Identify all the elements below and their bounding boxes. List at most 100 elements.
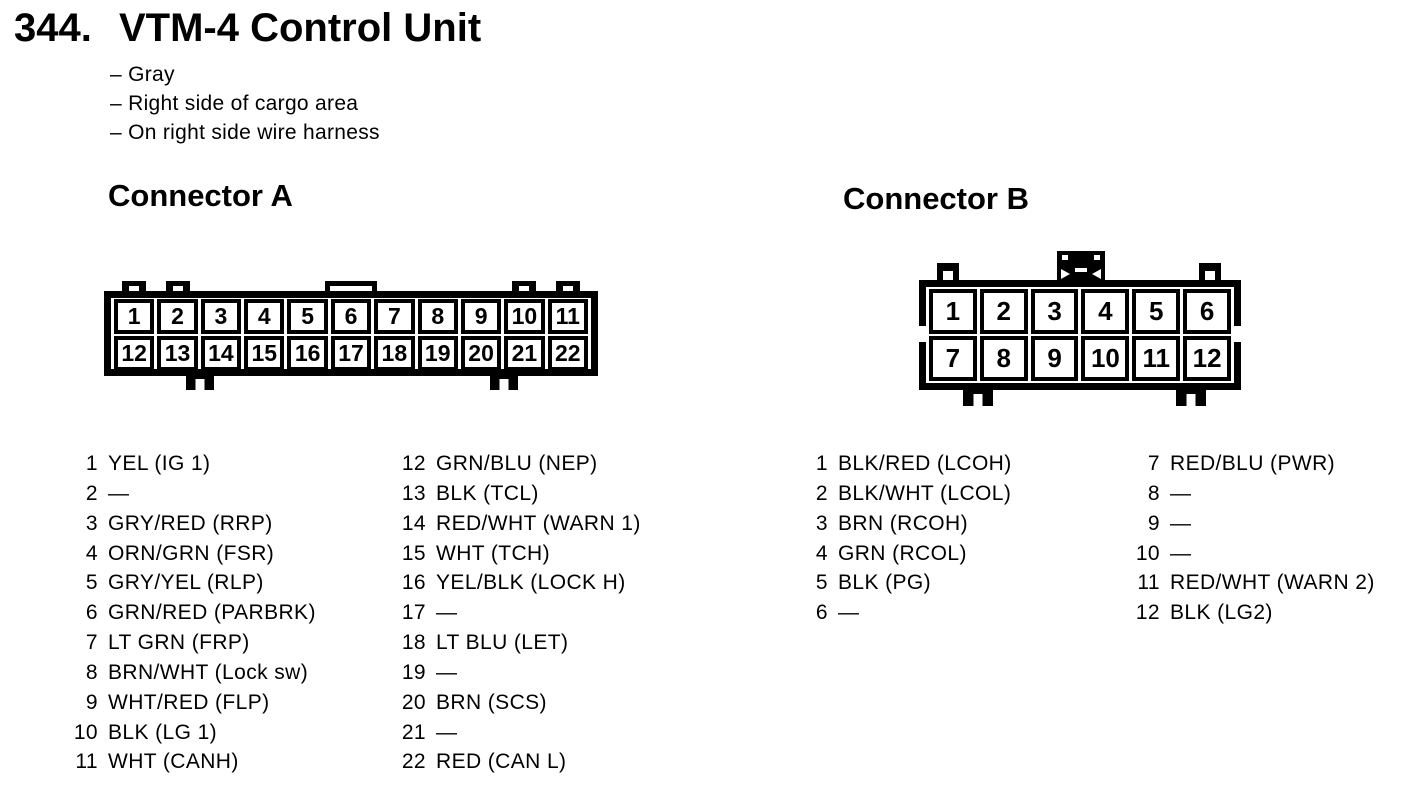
pin-number: 3 <box>85 511 98 535</box>
pin-row: 18 LT BLU (LET) <box>388 631 641 661</box>
pin-number: 18 <box>401 631 426 655</box>
pin-number: 9 <box>1147 511 1160 535</box>
pin-row: 16 YEL/BLK (LOCK H) <box>388 571 641 601</box>
pin-number: 16 <box>401 571 426 595</box>
pin-number: 14 <box>401 511 426 535</box>
pin-row: 7 LT GRN (FRP) <box>60 631 316 661</box>
pin-row: 8 BRN/WHT (Lock sw) <box>60 661 316 691</box>
pin-label: — <box>108 481 130 505</box>
pin-cell: 4 <box>244 299 285 334</box>
pin-row: 20 BRN (SCS) <box>388 691 641 721</box>
pin-row: 13 BLK (TCL) <box>388 482 641 512</box>
pin-label: RED (CAN L) <box>436 750 567 774</box>
pin-cell: 12 <box>1183 336 1231 381</box>
pin-cell: 10 <box>1081 336 1130 381</box>
pin-cell: 11 <box>1132 336 1181 381</box>
pin-number: 8 <box>1147 481 1160 505</box>
pin-row: 3 BRN (RCOH) <box>790 512 1012 542</box>
pin-cell: 10 <box>504 299 545 334</box>
pin-number: 10 <box>73 720 98 744</box>
pin-cell: 15 <box>244 336 285 371</box>
connector-a-heading: Connector A <box>108 178 293 213</box>
pin-cell: 9 <box>460 299 502 334</box>
pin-label: BRN (RCOH) <box>838 511 968 535</box>
connector-b-pin-list-col2: 7 RED/BLU (PWR) 8 — 9 — 10 — 11 RED/WHT … <box>1122 452 1375 631</box>
pin-number: 6 <box>815 601 828 625</box>
pin-number: 6 <box>85 601 98 625</box>
pin-cell: 12 <box>114 336 155 371</box>
pin-label: YEL (IG 1) <box>108 452 211 475</box>
location-notes: – Gray – Right side of cargo area – On r… <box>110 60 380 147</box>
pin-label: — <box>1170 511 1192 535</box>
page-title: 344. VTM-4 Control Unit <box>14 6 481 51</box>
pin-number: 4 <box>85 541 98 565</box>
pin-row: 5 BLK (PG) <box>790 571 1012 601</box>
title-text: VTM-4 Control Unit <box>118 6 482 50</box>
pin-label: ORN/GRN (FSR) <box>108 541 275 565</box>
pin-row: 12 GRN/BLU (NEP) <box>388 452 641 482</box>
pin-row: 2 — <box>60 482 316 512</box>
note-line: – Right side of cargo area <box>110 92 359 115</box>
pin-cell: 16 <box>287 336 328 371</box>
pin-cell: 5 <box>287 299 328 334</box>
pin-row: 9 WHT/RED (FLP) <box>60 691 316 721</box>
connector-tab <box>122 281 146 294</box>
pin-label: — <box>436 660 458 684</box>
pin-label: — <box>838 601 860 625</box>
pin-label: BLK/WHT (LCOL) <box>838 481 1012 505</box>
pin-number: 2 <box>815 481 828 505</box>
pin-label: LT BLU (LET) <box>436 631 569 655</box>
pin-row: 7 RED/BLU (PWR) <box>1122 452 1375 482</box>
pin-row: 12 BLK (LG2) <box>1122 601 1375 631</box>
pin-number: 8 <box>85 660 98 684</box>
connector-b-pin-list-col1: 1 BLK/RED (LCOH) 2 BLK/WHT (LCOL) 3 BRN … <box>790 452 1012 631</box>
pin-row: 17 — <box>388 601 641 631</box>
pin-label: GRN/BLU (NEP) <box>436 452 598 475</box>
pin-number: 2 <box>85 481 98 505</box>
pin-label: — <box>1170 541 1192 565</box>
connector-side-notch <box>919 326 929 342</box>
pin-number: 12 <box>1135 601 1160 625</box>
pin-row: 10 — <box>1122 542 1375 572</box>
pin-row: 8 — <box>1122 482 1375 512</box>
pin-row: 4 ORN/GRN (FSR) <box>60 542 316 572</box>
connector-b-heading: Connector B <box>843 181 1029 216</box>
pin-label: BLK (PG) <box>838 571 932 595</box>
connector-tab <box>166 281 190 294</box>
pin-cell: 18 <box>374 336 415 371</box>
pin-label: WHT (TCH) <box>436 541 551 565</box>
pin-number: 1 <box>815 452 828 475</box>
connector-a-pin-list-col2: 12 GRN/BLU (NEP) 13 BLK (TCL) 14 RED/WHT… <box>388 452 641 780</box>
connector-tab <box>556 281 580 294</box>
pin-row: 1 BLK/RED (LCOH) <box>790 452 1012 482</box>
pin-label: RED/WHT (WARN 1) <box>436 511 641 535</box>
pin-cell: 7 <box>374 299 415 334</box>
pin-cell: 5 <box>1132 289 1181 334</box>
pin-row: 6 GRN/RED (PARBRK) <box>60 601 316 631</box>
pin-label: BLK (TCL) <box>436 481 539 505</box>
pin-cell: 8 <box>417 299 458 334</box>
connector-tab <box>512 281 536 294</box>
connector-bottom-tab <box>1176 388 1206 406</box>
pin-label: RED/WHT (WARN 2) <box>1170 571 1375 595</box>
pin-row: 6 — <box>790 601 1012 631</box>
pin-label: BRN/WHT (Lock sw) <box>108 660 309 684</box>
pin-label: GRY/YEL (RLP) <box>108 571 264 595</box>
pin-cell: 2 <box>157 299 198 334</box>
pin-label: YEL/BLK (LOCK H) <box>436 571 626 595</box>
pin-cell: 1 <box>929 289 977 334</box>
note-line: – On right side wire harness <box>110 121 380 144</box>
pin-number: 20 <box>401 690 426 714</box>
pin-cell: 14 <box>200 336 242 371</box>
pin-label: WHT (CANH) <box>108 750 239 774</box>
pin-cell: 8 <box>979 336 1028 381</box>
pin-number: 9 <box>85 690 98 714</box>
pin-cell: 6 <box>330 299 372 334</box>
pin-row: 14 RED/WHT (WARN 1) <box>388 512 641 542</box>
connector-tab <box>1199 263 1221 282</box>
pin-cell: 13 <box>157 336 198 371</box>
